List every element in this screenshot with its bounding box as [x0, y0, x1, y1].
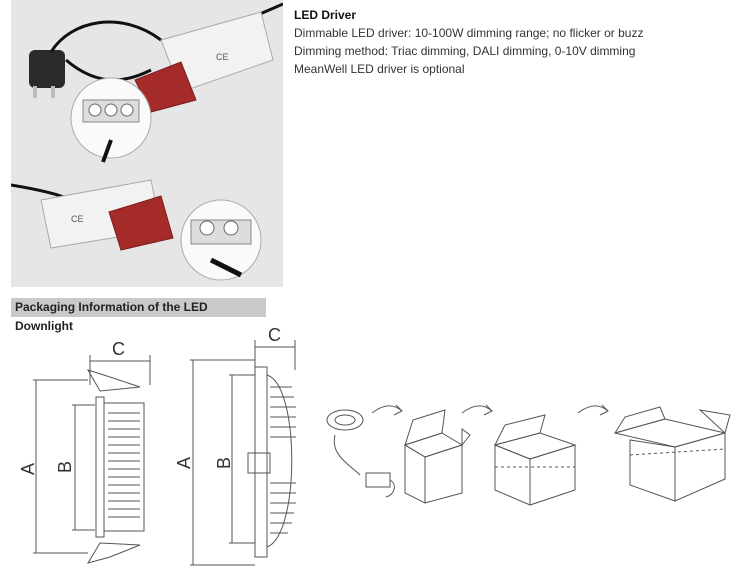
front-dimension-b: B	[55, 461, 75, 473]
side-dimension-c: C	[268, 325, 281, 345]
arrow-icon	[371, 404, 403, 416]
driver-bottom-mark: CE	[71, 214, 84, 224]
led-driver-photo: CE CE	[11, 0, 283, 287]
arrow-icon	[577, 404, 609, 416]
driver-title: LED Driver	[294, 8, 357, 22]
driver-description: LED Driver Dimmable LED driver: 10-100W …	[294, 6, 643, 78]
power-plug-icon	[29, 50, 65, 98]
side-dimension-b: B	[214, 457, 234, 469]
driver-line-3: MeanWell LED driver is optional	[294, 62, 465, 76]
packaging-step-inner-box	[403, 409, 471, 504]
packaging-section-header: Packaging Information of the LED Downlig…	[11, 298, 266, 333]
terminal-zoom-bottom	[180, 199, 262, 281]
arrow-icon	[461, 404, 493, 416]
packaging-step-light	[326, 409, 395, 498]
front-dimension-c: C	[112, 339, 125, 359]
packaging-step-final-carton	[613, 406, 731, 502]
driver-top: CE	[134, 11, 274, 113]
front-dimension-a: A	[18, 463, 38, 475]
packaging-diagram: A B C A B C	[18, 325, 731, 566]
terminal-zoom-top	[70, 77, 152, 163]
driver-bottom: CE	[40, 179, 174, 251]
driver-top-mark: CE	[216, 52, 229, 62]
downlight-front-view	[33, 355, 151, 564]
driver-line-1: Dimmable LED driver: 10-100W dimming ran…	[294, 26, 644, 40]
downlight-side-view	[190, 340, 296, 566]
packaging-step-open-carton	[493, 414, 577, 506]
driver-line-2: Dimming method: Triac dimming, DALI dimm…	[294, 44, 636, 58]
side-dimension-a: A	[174, 457, 194, 469]
led-driver-illustration: CE CE	[11, 2, 283, 281]
